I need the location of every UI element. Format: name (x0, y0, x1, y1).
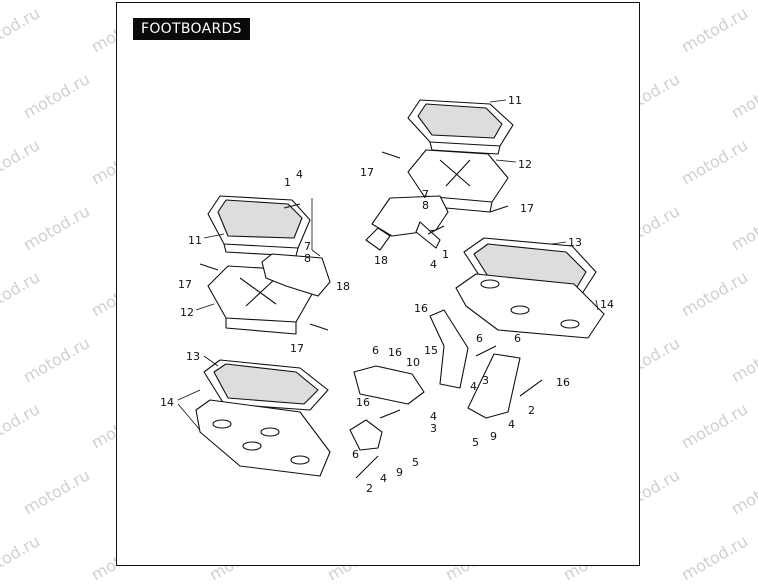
callout-9: 9 (490, 430, 497, 443)
callout-12: 12 (518, 158, 532, 171)
callout-13: 13 (568, 236, 582, 249)
callout-10: 10 (406, 356, 420, 369)
callout-14: 14 (600, 298, 614, 311)
callout-13: 13 (186, 350, 200, 363)
page-title: FOOTBOARDS (133, 18, 250, 40)
callout-3: 3 (430, 422, 437, 435)
callout-8: 8 (422, 199, 429, 212)
callout-17: 17 (520, 202, 534, 215)
callout-12: 12 (180, 306, 194, 319)
callout-18: 18 (374, 254, 388, 267)
support-arm-left (261, 253, 331, 297)
callout-1: 1 (284, 176, 291, 189)
footboard-pad-upper-right (407, 99, 514, 155)
callout-17: 17 (290, 342, 304, 355)
callout-4: 4 (508, 418, 515, 431)
callout-6: 6 (476, 332, 483, 345)
footboard-lower-right (455, 237, 605, 339)
footboard-pad-left (207, 195, 311, 257)
callout-16: 16 (556, 376, 570, 389)
callout-7: 7 (422, 188, 429, 201)
callout-18: 18 (336, 280, 350, 293)
callout-16: 16 (414, 302, 428, 315)
callout-6: 6 (514, 332, 521, 345)
callout-4: 4 (430, 258, 437, 271)
callout-17: 17 (178, 278, 192, 291)
callout-4: 4 (380, 472, 387, 485)
callout-11: 11 (508, 94, 522, 107)
callout-16: 16 (356, 396, 370, 409)
callout-5: 5 (472, 436, 479, 449)
callout-2: 2 (366, 482, 373, 495)
callout-5: 5 (412, 456, 419, 469)
exploded-parts-diagram: 11 12 17 17 7 8 18 4 1 1 4 11 7 8 17 18 … (160, 94, 614, 495)
mounting-bracket-lower (349, 309, 521, 451)
callout-6: 6 (372, 344, 379, 357)
support-arm-upper (365, 195, 449, 251)
callout-6: 6 (352, 448, 359, 461)
hardware-pins (199, 151, 543, 479)
leader-lines (177, 99, 599, 431)
footboard-lower-left (195, 359, 331, 477)
callout-17: 17 (360, 166, 374, 179)
callout-2: 2 (528, 404, 535, 417)
callout-11: 11 (188, 234, 202, 247)
footboard-bracket-upper-right (407, 149, 509, 213)
callout-7: 7 (304, 240, 311, 253)
callout-labels: 11 12 17 17 7 8 18 4 1 1 4 11 7 8 17 18 … (160, 94, 614, 495)
callout-8: 8 (304, 252, 311, 265)
callout-4: 4 (296, 168, 303, 181)
callout-4: 4 (470, 380, 477, 393)
callout-16: 16 (388, 346, 402, 359)
callout-14: 14 (160, 396, 174, 409)
callout-15: 15 (424, 344, 438, 357)
callout-3: 3 (482, 374, 489, 387)
callout-9: 9 (396, 466, 403, 479)
callout-4: 4 (430, 410, 437, 423)
callout-1: 1 (442, 248, 449, 261)
